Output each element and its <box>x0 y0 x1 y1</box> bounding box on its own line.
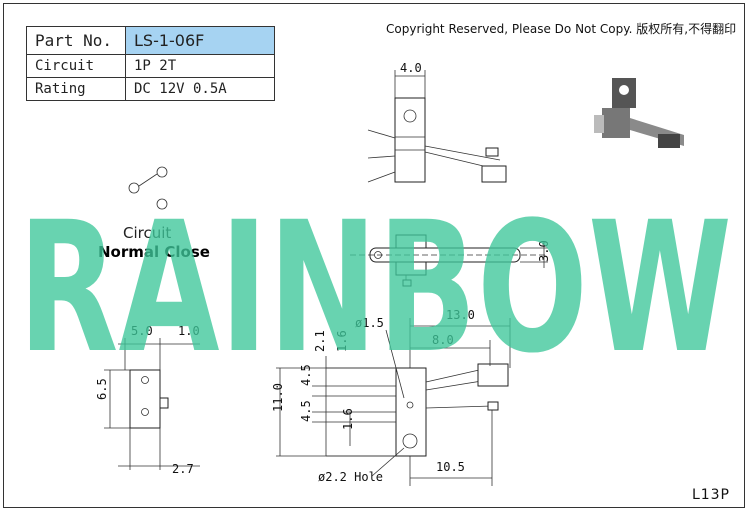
dim-spacing-d: 4.5 <box>299 400 313 422</box>
dimension-labels: 4.0 3.0 5.0 1.0 6.5 2.7 13.0 8.0 ø1.5 2.… <box>95 61 551 484</box>
spec-row-rating: Rating DC 12V 0.5A <box>26 77 275 101</box>
dim-bottom-length: 10.5 <box>436 460 465 474</box>
spec-row-circuit: Circuit 1P 2T <box>26 54 275 78</box>
dim-front-width: 5.0 <box>131 324 153 338</box>
sheet-border <box>3 3 745 508</box>
dim-spacing-b: 1.6 <box>335 330 349 352</box>
dim-pin-dia: ø1.5 <box>355 316 384 330</box>
dim-hole: ø2.2 Hole <box>318 470 383 484</box>
dim-lever-mid: 8.0 <box>432 333 454 347</box>
dim-front-base: 2.7 <box>172 462 194 476</box>
circuit-type-label: Normal Close <box>98 243 210 261</box>
dim-front-height: 6.5 <box>95 378 109 400</box>
dim-total-height: 11.0 <box>271 383 285 412</box>
dim-side-height: 3.0 <box>537 240 551 262</box>
copyright-notice: Copyright Reserved, Please Do Not Copy. … <box>386 22 737 36</box>
drawing-code: L13P <box>691 487 730 503</box>
rating-value: DC 12V 0.5A <box>125 77 275 101</box>
dim-top-width: 4.0 <box>400 61 422 75</box>
side-view <box>350 234 548 287</box>
circuit-label: Circuit <box>26 54 126 78</box>
spec-table: Part No. LS-1-06F Circuit 1P 2T Rating D… <box>26 26 275 101</box>
front-view <box>104 338 200 470</box>
dim-lever-total: 13.0 <box>446 308 475 322</box>
product-photo <box>594 78 684 148</box>
dim-spacing-e: 1.6 <box>341 408 355 430</box>
dim-spacing-c: 4.5 <box>299 364 313 386</box>
dim-front-offset: 1.0 <box>178 324 200 338</box>
dim-spacing-a: 2.1 <box>313 330 327 352</box>
top-view <box>367 70 507 183</box>
main-view <box>276 318 511 486</box>
circuit-diagram-label: Circuit <box>123 224 172 242</box>
circuit-symbol <box>128 166 168 210</box>
